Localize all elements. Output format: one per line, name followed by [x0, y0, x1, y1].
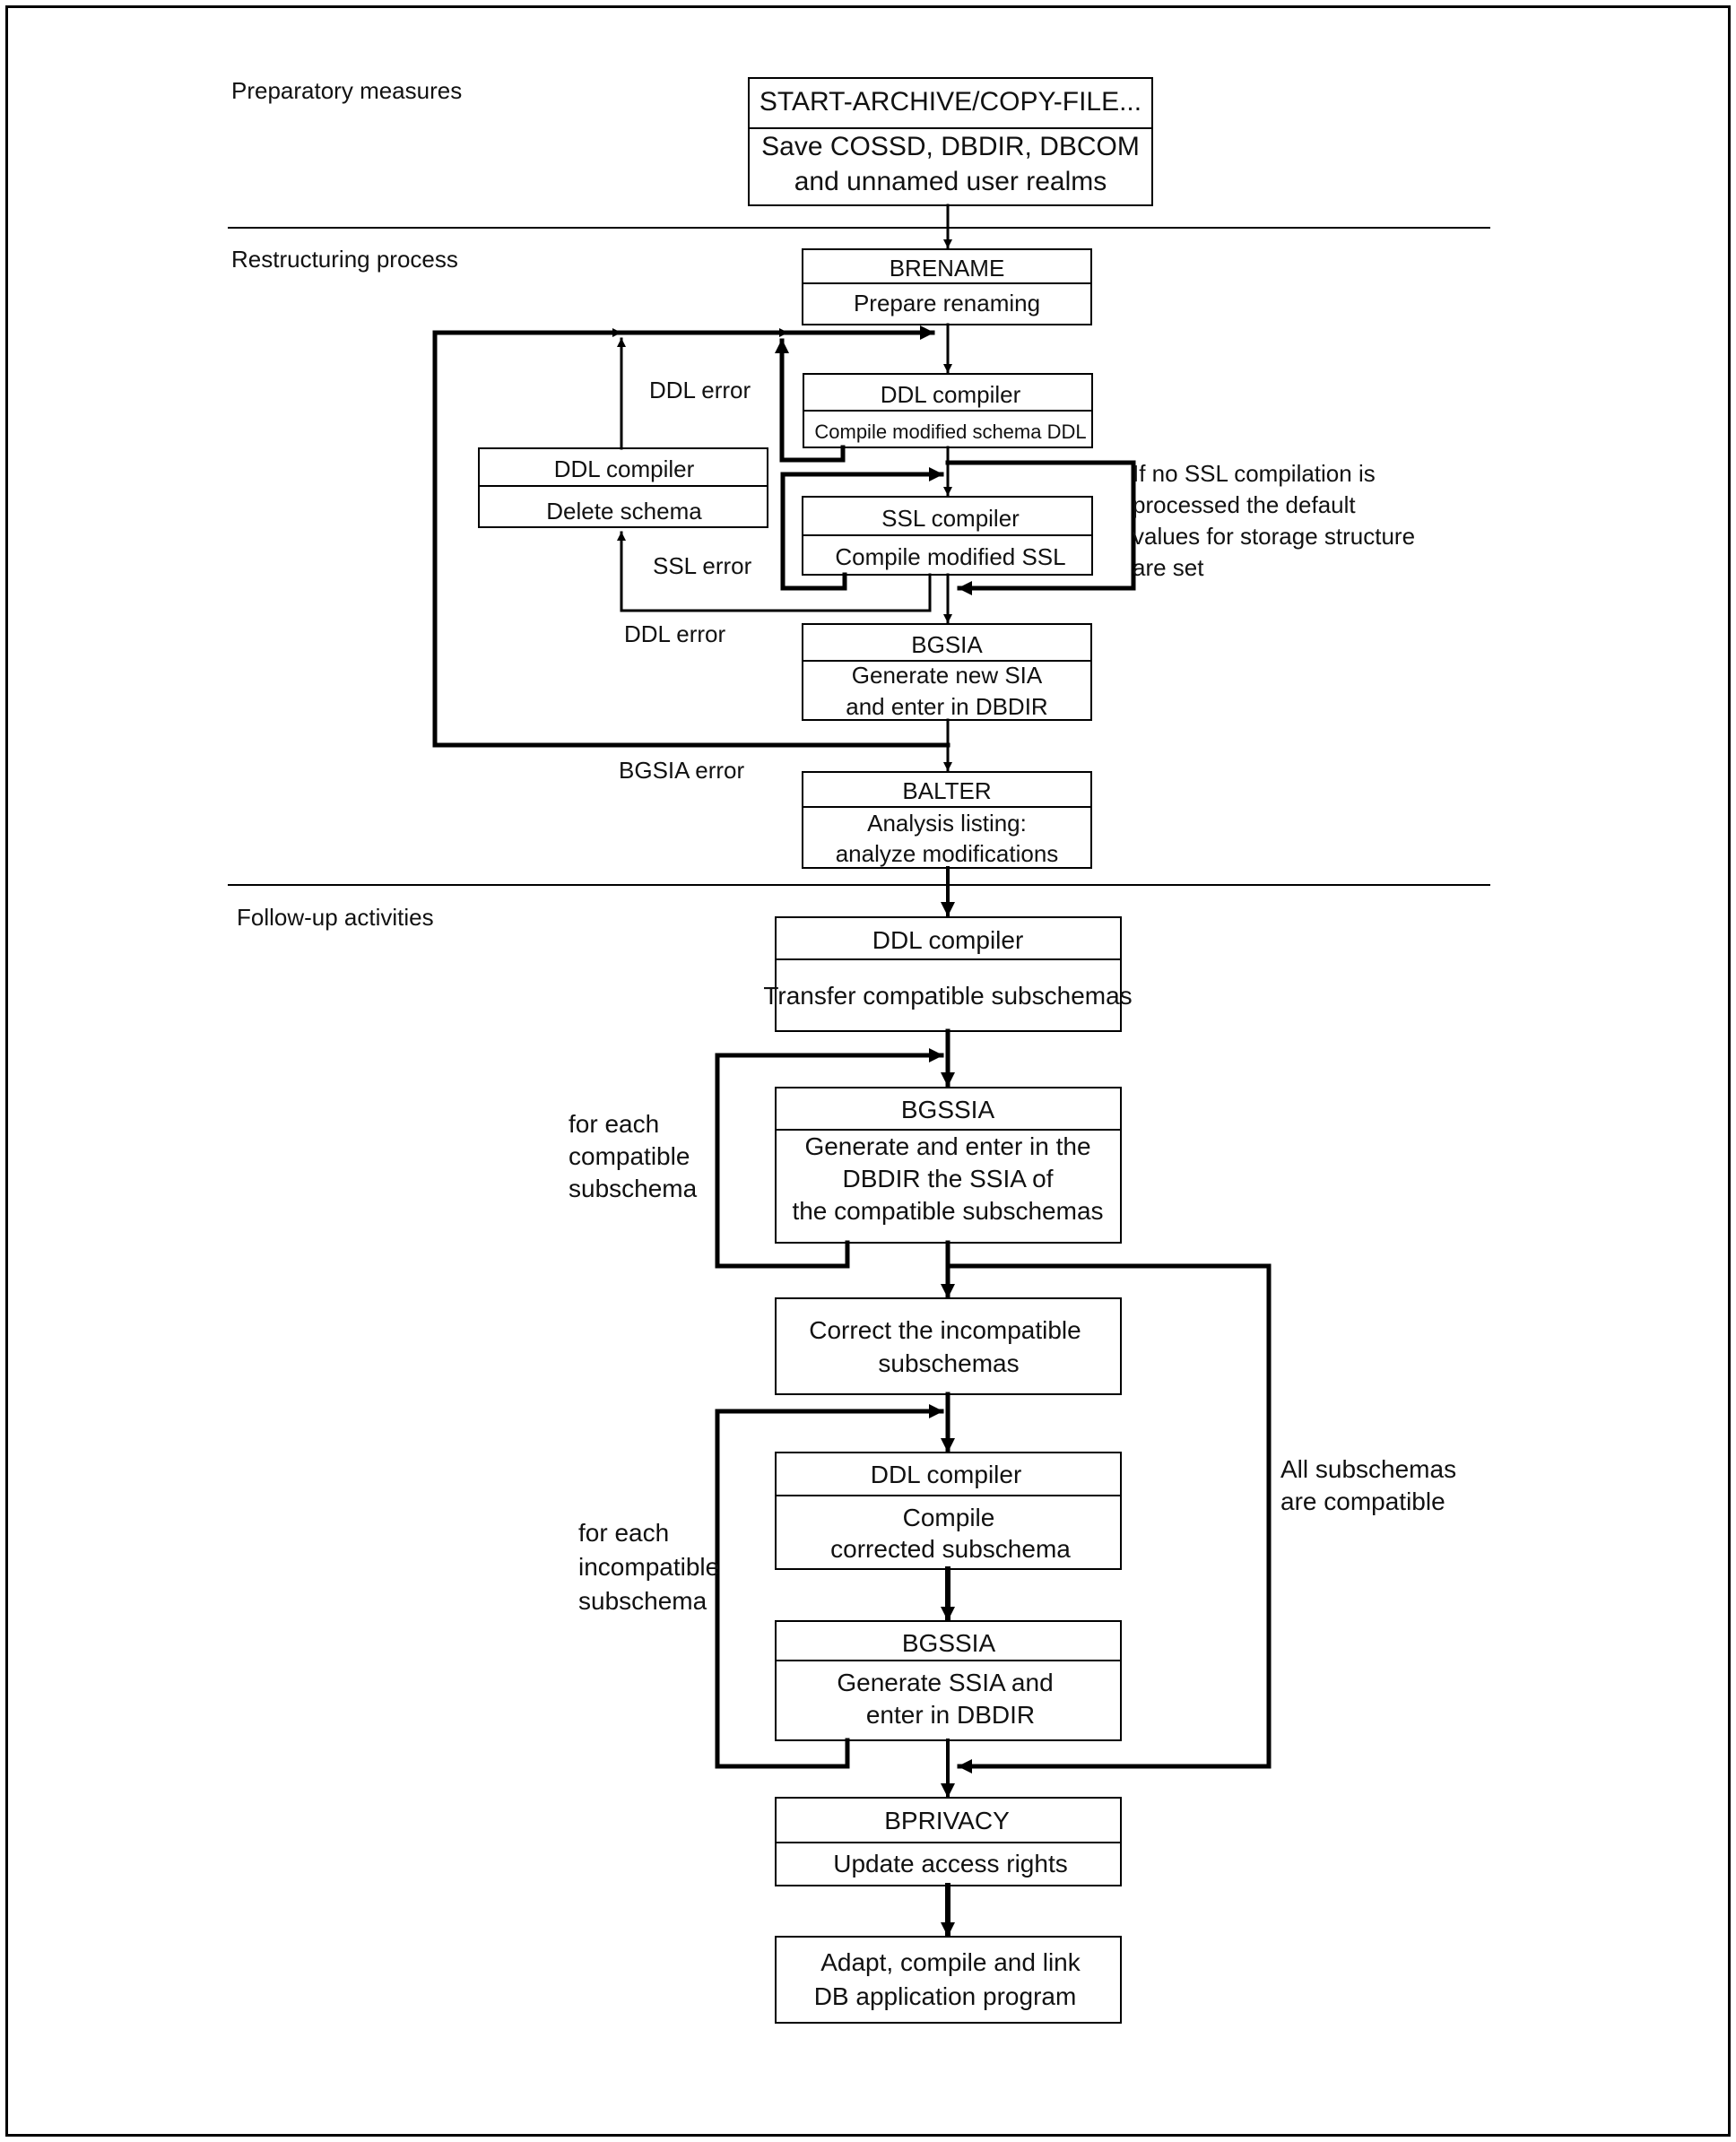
box-ddl-compile-schema-title: DDL compiler: [881, 381, 1021, 408]
label-for-each-compatible: for each compatible subschema: [569, 1110, 698, 1202]
label-for-each-incompatible-1: for each: [578, 1519, 669, 1547]
box-balter-title: BALTER: [902, 777, 991, 804]
box-bgssia-compatible-body-1: Generate and enter in the: [804, 1132, 1090, 1160]
box-ddl-corrected: DDL compiler Compile corrected subschema: [775, 1452, 1122, 1570]
box-correct-incompatible-body-1: Correct the incompatible: [809, 1316, 1081, 1344]
label-all-compatible-2: are compatible: [1280, 1487, 1445, 1515]
label-all-compatible-1: All subschemas: [1280, 1455, 1456, 1483]
box-start-archive-body-2: and unnamed user realms: [794, 167, 1107, 196]
box-adapt-program-body-1: Adapt, compile and link: [820, 1948, 1081, 1976]
box-bgssia-incompatible-title: BGSSIA: [902, 1629, 996, 1657]
section-label-restructuring: Restructuring process: [231, 246, 458, 273]
box-start-archive: START-ARCHIVE/COPY-FILE... Save COSSD, D…: [748, 77, 1153, 206]
box-ddl-compile-schema-body: Compile modified schema DDL: [814, 421, 1086, 443]
label-for-each-compatible-1: for each: [569, 1110, 659, 1138]
box-bgsia-body-2: and enter in DBDIR: [846, 693, 1047, 720]
label-for-each-incompatible-2: incompatible: [578, 1553, 719, 1581]
box-ddl-delete-schema: DDL compiler Delete schema: [478, 447, 768, 528]
box-bgssia-compatible-title: BGSSIA: [901, 1096, 995, 1123]
box-bgssia-compatible: BGSSIA Generate and enter in the DBDIR t…: [775, 1087, 1122, 1244]
box-brename-title: BRENAME: [890, 255, 1005, 282]
box-start-archive-body-1: Save COSSD, DBDIR, DBCOM: [761, 132, 1140, 161]
section-label-followup: Follow-up activities: [237, 904, 434, 931]
label-no-ssl-note-3: values for storage structure: [1133, 523, 1415, 550]
box-bgsia: BGSIA Generate new SIA and enter in DBDI…: [802, 623, 1092, 721]
box-ssl-compiler-title: SSL compiler: [881, 505, 1020, 532]
box-bgsia-title: BGSIA: [911, 631, 983, 658]
diagram-frame: [5, 5, 1731, 2137]
label-no-ssl-note-4: are set: [1133, 554, 1204, 581]
box-bgssia-incompatible-body-2: enter in DBDIR: [866, 1701, 1035, 1729]
label-for-each-compatible-2: compatible: [569, 1142, 690, 1170]
box-balter-body-2: analyze modifications: [836, 840, 1059, 867]
box-ddl-delete-schema-body: Delete schema: [546, 498, 702, 525]
label-for-each-incompatible: for each incompatible subschema: [578, 1519, 719, 1615]
box-ddl-corrected-body-1: Compile: [903, 1504, 995, 1531]
box-bgssia-incompatible: BGSSIA Generate SSIA and enter in DBDIR: [775, 1620, 1122, 1741]
label-for-each-incompatible-3: subschema: [578, 1587, 707, 1615]
box-bgssia-compatible-body-3: the compatible subschemas: [792, 1197, 1103, 1225]
box-ddl-compile-schema: DDL compiler Compile modified schema DDL: [803, 373, 1093, 448]
box-bgssia-compatible-body-2: DBDIR the SSIA of: [843, 1165, 1054, 1192]
label-no-ssl-note-1: If no SSL compilation is: [1133, 460, 1376, 487]
box-bprivacy-body: Update access rights: [833, 1850, 1067, 1878]
box-ssl-compiler: SSL compiler Compile modified SSL: [802, 496, 1093, 576]
box-brename-body: Prepare renaming: [854, 290, 1040, 317]
box-bgssia-incompatible-body-1: Generate SSIA and: [837, 1669, 1053, 1696]
connectors: [432, 204, 1272, 1938]
box-ddl-transfer-title: DDL compiler: [872, 926, 1024, 954]
label-bgsia-error: BGSIA error: [619, 757, 744, 784]
box-ddl-corrected-body-2: corrected subschema: [830, 1535, 1071, 1563]
box-ddl-transfer: DDL compiler Transfer compatible subsche…: [763, 916, 1133, 1032]
label-all-compatible: All subschemas are compatible: [1280, 1455, 1456, 1515]
box-balter: BALTER Analysis listing: analyze modific…: [802, 771, 1092, 869]
box-ssl-compiler-body: Compile modified SSL: [835, 543, 1065, 570]
box-bgsia-body-1: Generate new SIA: [852, 662, 1043, 689]
label-ddl-error-mid: DDL error: [624, 620, 726, 647]
section-label-preparatory: Preparatory measures: [231, 77, 462, 104]
box-adapt-program-body-2: DB application program: [814, 1982, 1077, 2010]
box-balter-body-1: Analysis listing:: [867, 810, 1027, 837]
box-brename: BRENAME Prepare renaming: [802, 248, 1092, 325]
box-ddl-corrected-title: DDL compiler: [871, 1461, 1022, 1488]
box-ddl-delete-schema-title: DDL compiler: [554, 455, 695, 482]
label-ssl-error: SSL error: [653, 552, 752, 579]
label-for-each-compatible-3: subschema: [569, 1175, 698, 1202]
label-no-ssl-note: If no SSL compilation is processed the d…: [1133, 460, 1415, 581]
label-ddl-error-top: DDL error: [649, 377, 751, 403]
box-ddl-transfer-body: Transfer compatible subschemas: [763, 982, 1132, 1010]
box-bprivacy-title: BPRIVACY: [884, 1807, 1010, 1834]
box-bprivacy: BPRIVACY Update access rights: [775, 1797, 1122, 1886]
label-no-ssl-note-2: processed the default: [1133, 491, 1356, 518]
box-adapt-program: Adapt, compile and link DB application p…: [775, 1936, 1122, 2024]
box-correct-incompatible-body-2: subschemas: [878, 1349, 1019, 1377]
box-start-archive-title: START-ARCHIVE/COPY-FILE...: [760, 87, 1141, 117]
box-correct-incompatible: Correct the incompatible subschemas: [775, 1297, 1122, 1395]
